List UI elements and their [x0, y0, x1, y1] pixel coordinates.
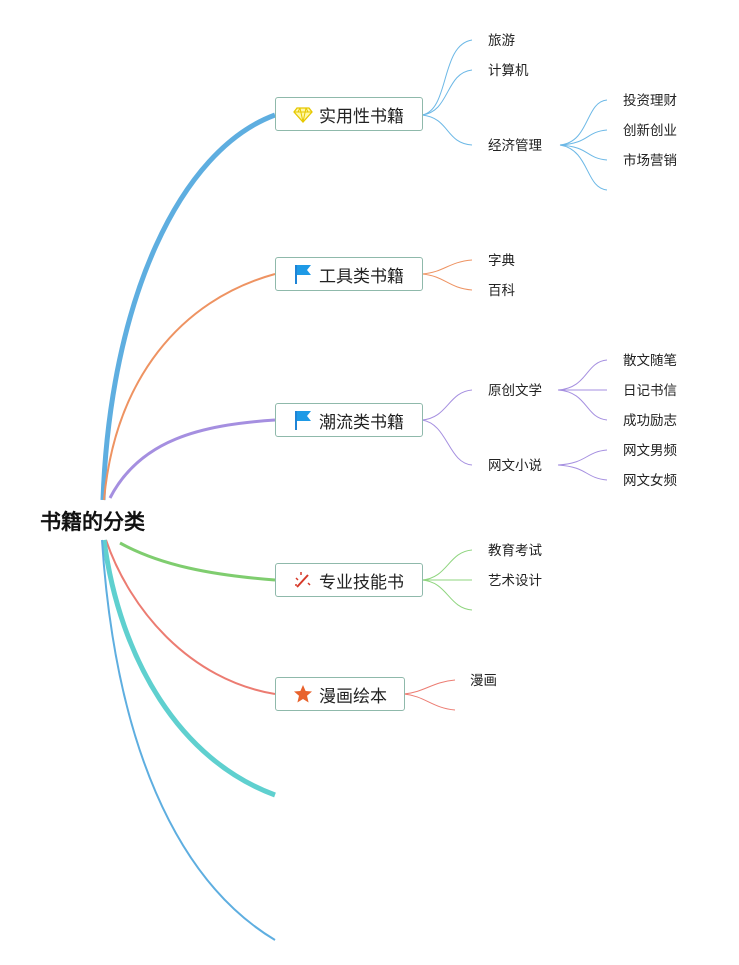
flag-icon [292, 263, 314, 285]
topic-education-exams[interactable]: 教育考试 [488, 543, 542, 559]
connector-economics-marketing [559, 144, 608, 161]
topic-economics-management[interactable]: 经济管理 [488, 138, 542, 154]
connector-skills-empty [421, 579, 473, 611]
topic-startup[interactable]: 创新创业 [623, 123, 677, 139]
connector-trend-original [421, 389, 473, 421]
topic-web-novels[interactable]: 网文小说 [488, 458, 542, 474]
branch-label: 实用性书籍 [319, 106, 404, 127]
connector-practical-computer [421, 69, 473, 116]
connector-comics-empty [403, 693, 456, 711]
topic-dictionary[interactable]: 字典 [488, 253, 515, 269]
topic-essays[interactable]: 散文随笔 [623, 353, 677, 369]
connector-root-empty-1 [101, 539, 276, 798]
connector-webnovel-female [557, 464, 608, 481]
topic-travel[interactable]: 旅游 [488, 33, 515, 49]
connector-practical-travel [421, 39, 473, 116]
branch-skill-books[interactable]: 专业技能书 [275, 563, 423, 597]
connector-root-trend [108, 418, 276, 499]
branch-comic-books[interactable]: 漫画绘本 [275, 677, 405, 711]
connector-economics-startup [559, 129, 608, 146]
connector-trend-webnovel [421, 419, 473, 466]
topic-investment[interactable]: 投资理财 [623, 93, 677, 109]
branch-label: 潮流类书籍 [319, 412, 404, 433]
connector-economics-invest [559, 99, 608, 146]
topic-art-design[interactable]: 艺术设计 [488, 573, 542, 589]
branch-tool-books[interactable]: 工具类书籍 [275, 257, 423, 291]
magic-wand-icon [292, 569, 314, 591]
branch-label: 工具类书籍 [319, 266, 404, 287]
topic-success-motivation[interactable]: 成功励志 [623, 413, 677, 429]
topic-encyclopedia[interactable]: 百科 [488, 283, 515, 299]
connector-original-essay [557, 359, 608, 391]
connector-root-empty-2 [101, 539, 276, 941]
connector-webnovel-male [557, 449, 608, 466]
branch-label: 漫画绘本 [319, 686, 387, 707]
branch-trend-books[interactable]: 潮流类书籍 [275, 403, 423, 437]
branch-practical-books[interactable]: 实用性书籍 [275, 97, 423, 131]
connector-tools-encyclopedia [421, 273, 473, 291]
topic-computer[interactable]: 计算机 [488, 63, 529, 79]
topic-marketing[interactable]: 市场营销 [623, 153, 677, 169]
connector-original-success [557, 389, 608, 421]
topic-manga[interactable]: 漫画 [470, 673, 497, 689]
connector-root-skills [119, 541, 276, 582]
connector-root-practical [100, 112, 276, 501]
branch-label: 专业技能书 [319, 572, 404, 593]
connector-economics-empty [559, 144, 608, 191]
root-topic[interactable]: 书籍的分类 [40, 510, 145, 534]
star-icon [292, 683, 314, 705]
topic-diaries-letters[interactable]: 日记书信 [623, 383, 677, 399]
topic-web-novels-male[interactable]: 网文男频 [623, 443, 677, 459]
connector-skills-education [421, 549, 473, 581]
topic-original-literature[interactable]: 原创文学 [488, 383, 542, 399]
topic-web-novels-female[interactable]: 网文女频 [623, 473, 677, 489]
gem-icon [292, 103, 314, 125]
connector-root-tools [103, 273, 276, 501]
connector-practical-economics [421, 114, 473, 146]
flag-icon [292, 409, 314, 431]
connector-root-comics [105, 539, 276, 695]
connector-tools-dictionary [421, 259, 473, 275]
connector-comics-manga [403, 679, 456, 695]
